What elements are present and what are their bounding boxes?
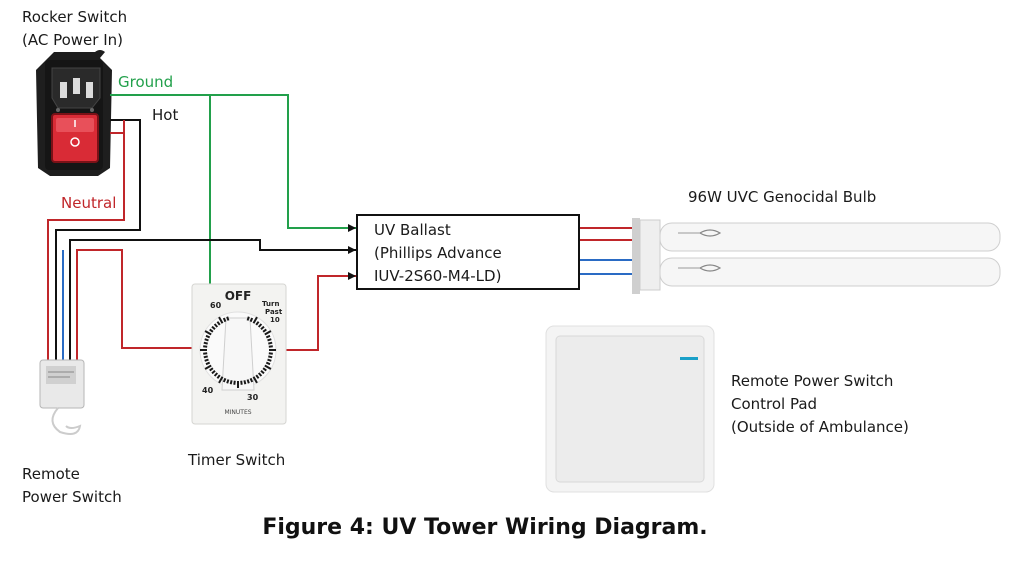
remote-control-pad	[545, 325, 715, 493]
dial-tick	[229, 380, 233, 385]
dial-tick	[209, 328, 214, 333]
dial-tick	[268, 355, 273, 359]
timer-switch: OFF 60 Turn Past 10 40 30 MINUTES	[191, 283, 287, 425]
dial-tick	[252, 316, 258, 324]
dial-tick	[211, 325, 216, 331]
dial-tick	[265, 334, 271, 339]
timer-thirty-label: 30	[247, 393, 259, 402]
remote-power-switch	[39, 359, 85, 435]
ballast-label-line1: UV Ballast	[374, 221, 451, 239]
dial-tick	[204, 358, 209, 362]
dial-tick	[268, 345, 273, 348]
dial-tick	[255, 321, 260, 326]
dial-tick	[222, 317, 227, 323]
timer-minutes-label: MINUTES	[224, 409, 251, 416]
control-pad-label: Remote Power Switch Control Pad (Outside…	[731, 370, 909, 439]
ballast-label-line2: (Phillips Advance	[374, 244, 502, 262]
dial-tick	[246, 379, 250, 384]
remote-switch-label-line1: Remote	[22, 465, 80, 483]
dial-tick	[222, 377, 227, 383]
dial-tick	[240, 380, 243, 385]
dial-tick	[205, 334, 211, 339]
rocker-switch	[36, 50, 112, 176]
dial-tick	[249, 317, 254, 323]
dial-tick	[203, 352, 208, 355]
dial-tick	[262, 367, 267, 372]
neutral-wire	[47, 120, 356, 360]
dial-tick	[243, 380, 247, 385]
dial-tick	[204, 338, 209, 342]
neutral-label: Neutral	[61, 194, 117, 212]
bulb-label: 96W UVC Genocidal Bulb	[688, 188, 877, 206]
dial-tick	[267, 338, 272, 342]
hot-label: Hot	[152, 106, 179, 124]
dial-tick	[213, 323, 219, 328]
timer-past-label: Past	[265, 308, 283, 316]
dial-tick	[264, 330, 272, 336]
dial-tick	[226, 316, 230, 321]
dial-tick	[203, 345, 208, 348]
timer-switch-label: Timer Switch	[188, 451, 286, 469]
dial-tick	[203, 341, 208, 345]
control-pad-label-line1: Remote Power Switch	[731, 372, 894, 390]
dial-tick	[268, 352, 273, 355]
figure-caption: Figure 4: UV Tower Wiring Diagram.	[262, 515, 708, 540]
uv-ballast-box: UV Ballast (Phillips Advance IUV-2S60-M4…	[356, 214, 580, 290]
timer-off-label: OFF	[225, 289, 252, 303]
dial-tick	[216, 321, 221, 326]
dial-tick	[257, 323, 263, 328]
dial-tick	[257, 372, 263, 377]
dial-tick	[226, 379, 230, 384]
timer-forty-label: 40	[202, 386, 214, 395]
dial-tick	[209, 367, 214, 372]
rocker-switch-label-line2: (AC Power In)	[22, 31, 123, 49]
hot-wire	[55, 119, 356, 360]
dial-tick	[260, 369, 265, 375]
ballast-wire-arrows	[348, 224, 356, 280]
ground-label: Ground	[118, 73, 174, 91]
uvc-bulb	[632, 218, 1001, 294]
remote-switch-label-line2: Power Switch	[22, 488, 122, 506]
ballast-label-line3: IUV-2S60-M4-LD)	[374, 267, 502, 285]
rocker-switch-label: Rocker Switch (AC Power In)	[22, 6, 127, 52]
rocker-switch-label-line1: Rocker Switch	[22, 8, 128, 26]
timer-turn-label: Turn	[262, 300, 279, 308]
dial-tick	[205, 361, 211, 366]
dial-tick	[204, 364, 212, 370]
dial-tick	[264, 364, 272, 370]
dial-tick	[265, 361, 271, 366]
dial-tick	[203, 355, 208, 359]
dial-tick	[204, 330, 212, 336]
dial-tick	[249, 377, 254, 383]
dial-tick	[262, 328, 267, 333]
dial-tick	[218, 376, 224, 384]
dial-tick	[268, 341, 273, 345]
dial-tick	[267, 358, 272, 362]
timer-ten-label: 10	[270, 316, 280, 324]
ground-wire	[110, 94, 356, 286]
dial-tick	[216, 374, 221, 379]
dial-tick	[252, 376, 258, 384]
dial-tick	[213, 372, 219, 377]
dial-tick	[260, 325, 265, 331]
timer-dial-ticks	[200, 316, 276, 388]
dial-tick	[211, 369, 216, 375]
remote-switch-label: Remote Power Switch	[22, 463, 122, 509]
control-pad-label-line3: (Outside of Ambulance)	[731, 418, 909, 436]
control-pad-label-line2: Control Pad	[731, 395, 818, 413]
timer-sixty-label: 60	[210, 301, 222, 310]
dial-tick	[246, 316, 250, 321]
dial-tick	[233, 380, 236, 385]
dial-tick	[255, 374, 260, 379]
dial-tick	[218, 316, 224, 324]
